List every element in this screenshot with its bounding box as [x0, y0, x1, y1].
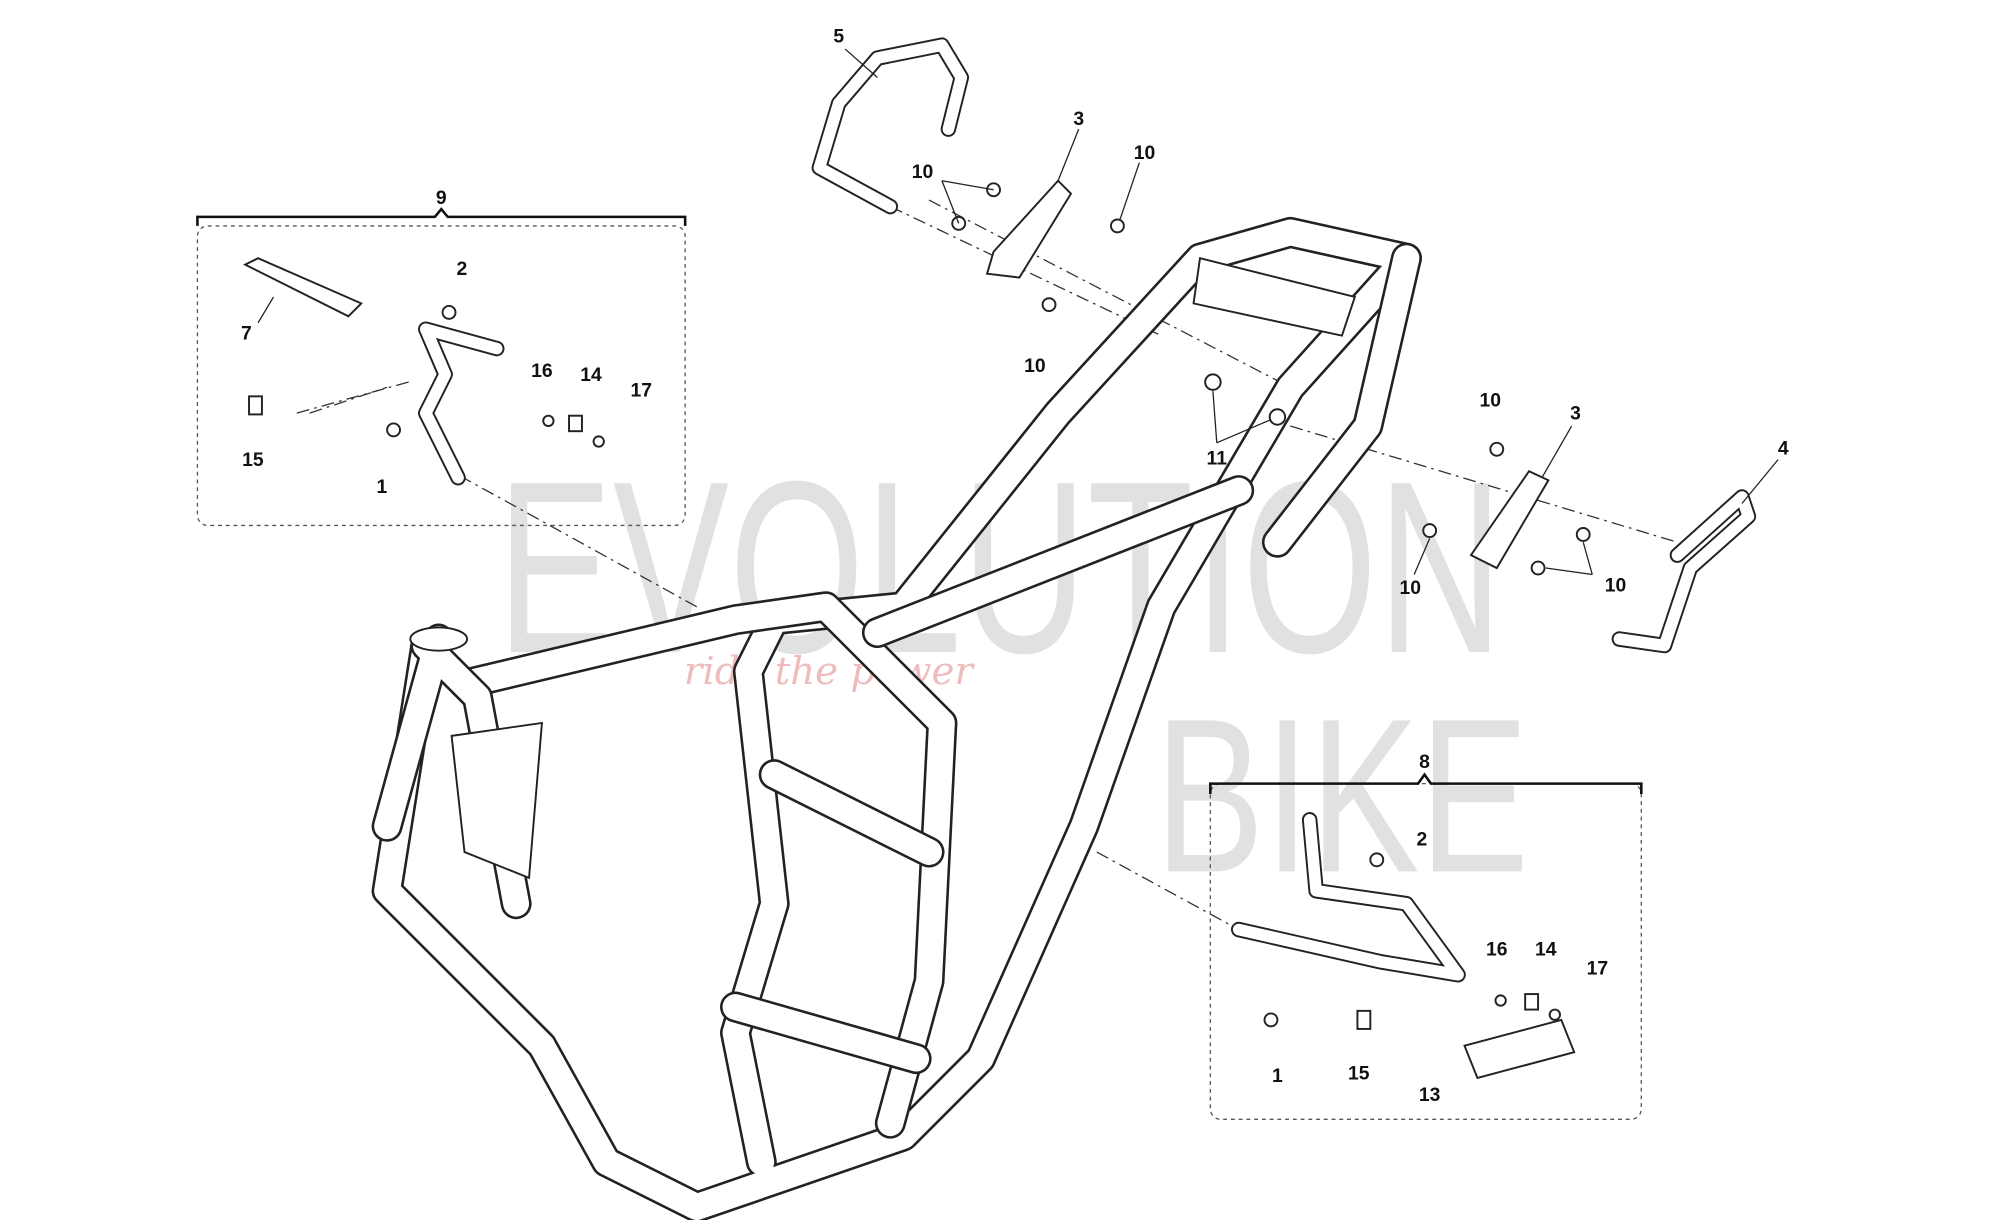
watermark: EVOLUTION BIKE ride the power [497, 430, 1529, 919]
callout-3: 3 [1570, 403, 1581, 425]
callout-9: 9 [436, 187, 447, 209]
callout-13: 13 [1419, 1084, 1441, 1106]
callout-17: 17 [1587, 958, 1609, 980]
callout-labels: 5 3 10 10 10 9 2 7 16 14 17 15 1 11 10 3… [241, 26, 1789, 1107]
leader-lines [257, 48, 1779, 576]
group-bracket-left [196, 207, 687, 226]
left-footrest-parts [242, 257, 605, 486]
callout-1: 1 [377, 476, 388, 498]
callout-10: 10 [912, 161, 934, 183]
footpeg-right [1463, 1018, 1576, 1080]
callout-14: 14 [580, 364, 602, 386]
callout-8: 8 [1419, 751, 1430, 773]
callout-10: 10 [1024, 355, 1046, 377]
callout-5: 5 [833, 26, 844, 48]
right-footrest-parts [1230, 812, 1576, 1080]
callout-10: 10 [1134, 142, 1156, 164]
callout-16: 16 [531, 360, 553, 382]
callout-10: 10 [1480, 390, 1502, 412]
callout-10: 10 [1400, 577, 1422, 599]
callout-2: 2 [457, 258, 468, 280]
callout-7: 7 [241, 323, 252, 345]
callout-4: 4 [1778, 437, 1789, 459]
group-bracket-right [1209, 772, 1643, 794]
callout-17: 17 [631, 379, 653, 401]
callout-3: 3 [1073, 108, 1084, 130]
callout-15: 15 [1348, 1062, 1370, 1084]
callout-1: 1 [1272, 1065, 1283, 1087]
assembly-lines [296, 199, 1678, 931]
callout-14: 14 [1535, 938, 1557, 960]
motorcycle-frame [371, 216, 1422, 1220]
callout-11: 11 [1207, 448, 1228, 470]
mounting-plate-top [985, 179, 1073, 279]
group-box-left [196, 225, 686, 527]
rear-handle-top [811, 37, 1073, 279]
bolts [951, 182, 1591, 576]
callout-2: 2 [1417, 829, 1428, 851]
watermark-brand-2: BIKE [1155, 673, 1529, 918]
watermark-tagline: ride the power [684, 649, 976, 694]
callout-10: 10 [1605, 574, 1627, 596]
callout-15: 15 [242, 449, 264, 471]
footpeg-left [242, 257, 363, 318]
callout-16: 16 [1486, 938, 1508, 960]
mounting-plate-right [1469, 469, 1550, 570]
group-box-right [1209, 782, 1642, 1120]
rear-handle-right [1469, 469, 1757, 654]
